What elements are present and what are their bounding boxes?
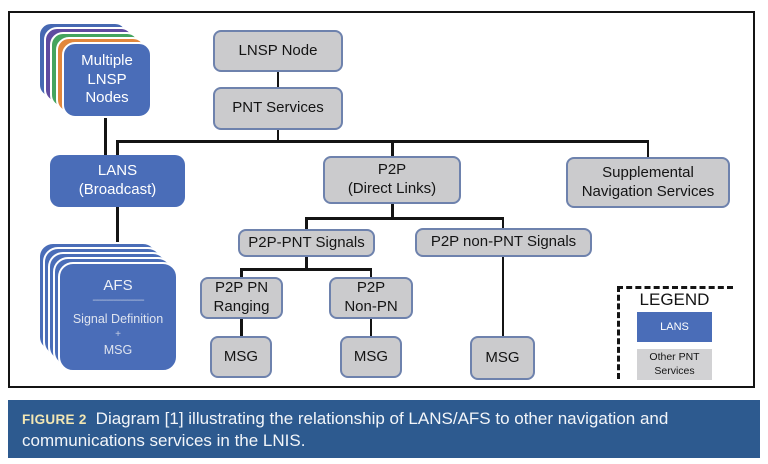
legend-swatch-lans: LANS bbox=[637, 312, 712, 342]
connector-p2p-bus2 bbox=[391, 204, 394, 217]
legend-swatch-other-pnt-services: Other PNT Services bbox=[637, 349, 712, 380]
node-label: MSG bbox=[485, 348, 520, 366]
connector-pnt-bus1 bbox=[276, 130, 279, 140]
node-msg-2: MSG bbox=[340, 336, 402, 378]
legend-title: LEGEND bbox=[639, 290, 710, 309]
connector-lnspnode-pnt bbox=[276, 72, 279, 87]
node-multiple-lnsp-nodes: Multiple LNSP Nodes bbox=[62, 42, 152, 118]
afs-msg: MSG bbox=[103, 343, 133, 357]
node-label: Nodes bbox=[85, 89, 129, 107]
node-label: MSG bbox=[353, 347, 389, 365]
afs-title: AFS bbox=[103, 277, 133, 294]
node-label: Non-PN bbox=[344, 298, 398, 315]
legend-label: Services bbox=[654, 364, 695, 377]
node-label: P2P PN bbox=[214, 279, 269, 297]
connector-bus2-p2ppnt bbox=[305, 217, 308, 229]
connector-pnranging-msg bbox=[240, 319, 243, 336]
node-label: P2P bbox=[377, 161, 407, 179]
node-label: Multiple bbox=[81, 51, 133, 69]
connector-bus3 bbox=[240, 268, 371, 271]
node-p2p-non-pn: P2P Non-PN bbox=[329, 277, 413, 319]
caption-text: Diagram [1] illustrating the relationshi… bbox=[22, 409, 669, 451]
legend-label: Other PNT bbox=[649, 350, 700, 363]
node-label: P2P-PNT Signals bbox=[248, 233, 365, 251]
node-msg-1: MSG bbox=[210, 336, 272, 378]
node-supplemental-navigation-services: Supplemental Navigation Services bbox=[566, 157, 730, 208]
node-label: Supplemental bbox=[602, 163, 694, 181]
connector-nonpn-msg bbox=[369, 319, 372, 336]
node-label: PNT Services bbox=[232, 99, 324, 117]
afs-divider: ---------------------- bbox=[92, 295, 144, 306]
node-label: LNSP bbox=[87, 70, 127, 88]
connector-p2ppnt-bus3 bbox=[305, 257, 308, 268]
figure-label: FIGURE 2 bbox=[22, 412, 87, 427]
node-label: LNSP Node bbox=[238, 41, 318, 59]
node-label: P2P bbox=[356, 279, 386, 297]
node-p2p-direct-links: P2P (Direct Links) bbox=[323, 156, 461, 204]
legend-label: LANS bbox=[660, 321, 689, 333]
node-p2p-non-pnt-signals: P2P non-PNT Signals bbox=[415, 228, 592, 257]
connector-multiplelnsp-lans bbox=[104, 118, 107, 155]
node-msg-3: MSG bbox=[470, 336, 535, 380]
legend-border-top bbox=[617, 286, 733, 289]
node-label: LANS bbox=[97, 162, 138, 180]
node-label: Ranging bbox=[213, 298, 270, 315]
node-label: Navigation Services bbox=[581, 182, 715, 200]
connector-bus3-pnranging bbox=[240, 268, 243, 277]
connector-bus1-supplemental bbox=[646, 140, 649, 157]
node-afs: AFS ---------------------- Signal Defini… bbox=[58, 262, 178, 372]
connector-bus1-lans bbox=[116, 140, 119, 155]
node-label: (Broadcast) bbox=[78, 181, 157, 198]
node-p2p-pn-ranging: P2P PN Ranging bbox=[200, 277, 283, 319]
node-lans-broadcast: LANS (Broadcast) bbox=[50, 155, 185, 207]
node-label: (Direct Links) bbox=[347, 180, 437, 197]
node-lnsp-node: LNSP Node bbox=[213, 30, 343, 72]
connector-lans-afs bbox=[116, 207, 119, 262]
node-p2p-pnt-signals: P2P-PNT Signals bbox=[238, 229, 375, 257]
node-label: P2P non-PNT Signals bbox=[430, 233, 577, 251]
afs-plus: + bbox=[115, 329, 121, 340]
afs-signal-definition: Signal Definition bbox=[72, 312, 164, 326]
connector-bus1-p2p bbox=[391, 140, 394, 156]
legend-border-left bbox=[617, 286, 620, 379]
node-pnt-services: PNT Services bbox=[213, 87, 343, 130]
connector-bus2 bbox=[305, 217, 504, 220]
connector-bus3-nonpn bbox=[369, 268, 372, 277]
connector-p2pnonpnt-msg bbox=[501, 257, 504, 336]
connector-bus2-p2pnonpnt bbox=[501, 217, 504, 228]
node-label: MSG bbox=[223, 347, 259, 365]
connector-bus1 bbox=[116, 140, 649, 143]
